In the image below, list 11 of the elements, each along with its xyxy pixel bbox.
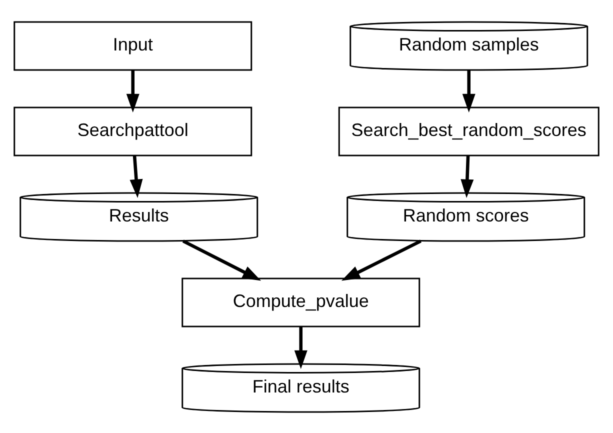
arrow: [341, 239, 422, 280]
node-box: Search_best_random_scores: [338, 106, 600, 156]
arrow: [462, 70, 476, 112]
arrow: [130, 154, 143, 198]
node-box: Compute_pvalue: [182, 277, 420, 327]
node-box: Input: [14, 20, 252, 70]
arrow: [126, 70, 140, 112]
arrow: [182, 239, 262, 280]
node-box: Searchpattool: [14, 106, 252, 156]
arrow: [460, 154, 474, 198]
arrow: [294, 326, 308, 368]
